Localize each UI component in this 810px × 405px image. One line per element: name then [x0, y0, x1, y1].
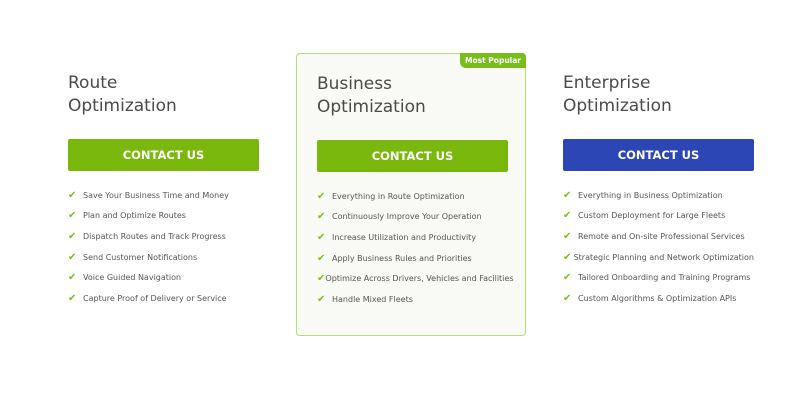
plan-title-line1: Enterprise [563, 73, 651, 93]
feature-item: ✔ Apply Business Rules and Priorities [317, 248, 508, 269]
check-icon: ✔ [563, 189, 572, 201]
check-icon: ✔ [563, 210, 572, 222]
feature-item: ✔ Increase Utilization and Productivity [317, 227, 508, 248]
feature-text: Custom Deployment for Large Fleets [578, 211, 726, 221]
plan-title-line2: Optimization [563, 96, 672, 116]
contact-us-button[interactable]: CONTACT US [563, 139, 754, 171]
contact-us-button[interactable]: CONTACT US [68, 139, 259, 171]
feature-text: Everything in Route Optimization [332, 191, 465, 201]
plan-title-line1: Business [317, 74, 392, 94]
check-icon: ✔ [68, 230, 77, 242]
feature-text: Everything in Business Optimization [578, 190, 723, 200]
feature-item: ✔ Custom Deployment for Large Fleets [563, 206, 754, 227]
feature-text: Handle Mixed Fleets [332, 294, 413, 304]
feature-text: Save Your Business Time and Money [83, 190, 229, 200]
feature-text: Increase Utilization and Productivity [332, 232, 477, 242]
feature-text: Strategic Planning and Network Optimizat… [573, 252, 754, 262]
feature-item: ✔ Continuously Improve Your Operation [317, 207, 508, 228]
feature-item: ✔ Voice Guided Navigation [68, 267, 259, 288]
feature-item: ✔ Send Customer Notifications [68, 247, 259, 268]
check-icon: ✔ [68, 272, 77, 284]
feature-item: ✔ Dispatch Routes and Track Progress [68, 226, 259, 247]
check-icon: ✔ [563, 230, 572, 242]
feature-item: ✔ Capture Proof of Delivery or Service [68, 288, 259, 309]
feature-text: Send Customer Notifications [83, 252, 198, 262]
feature-text: Custom Algorithms & Optimization APIs [578, 293, 737, 303]
feature-list: ✔ Everything in Route Optimization ✔ Contin… [317, 186, 514, 310]
feature-text: Optimize Across Drivers, Vehicles and Fa… [325, 274, 514, 284]
feature-item: ✔ Tailored Onboarding and Training Progra… [563, 267, 754, 288]
feature-text: Tailored Onboarding and Training Program… [578, 273, 751, 283]
feature-text: Plan and Optimize Routes [83, 211, 186, 221]
feature-text: Capture Proof of Delivery or Service [83, 293, 227, 303]
check-icon: ✔ [317, 252, 326, 264]
feature-list: ✔ Save Your Business Time and Money ✔ Plan … [68, 185, 259, 309]
most-popular-badge: Most Popular [460, 53, 526, 68]
check-icon: ✔ [68, 210, 77, 222]
contact-us-button[interactable]: CONTACT US [317, 140, 508, 172]
feature-item: ✔ Custom Algorithms & Optimization APIs [563, 288, 754, 309]
check-icon: ✔ [68, 251, 77, 263]
feature-item: ✔ Handle Mixed Fleets [317, 289, 508, 310]
check-icon: ✔ [563, 272, 572, 284]
plan-title-line2: Optimization [68, 96, 177, 116]
check-icon: ✔ [68, 292, 77, 304]
feature-item: ✔ Plan and Optimize Routes [68, 206, 259, 227]
check-icon: ✔ [317, 231, 326, 243]
feature-text: Remote and On-site Professional Services [578, 231, 745, 241]
feature-list: ✔ Everything in Business Optimization ✔ Cus… [563, 185, 754, 309]
feature-item: ✔ Everything in Business Optimization [563, 185, 754, 206]
plan-title-line1: Route [68, 73, 118, 93]
feature-item: ✔ Everything in Route Optimization [317, 186, 508, 207]
feature-text: Dispatch Routes and Track Progress [83, 231, 226, 241]
check-icon: ✔ [563, 292, 572, 304]
feature-text: Apply Business Rules and Priorities [332, 253, 472, 263]
feature-item: ✔ Remote and On-site Professional Service… [563, 226, 754, 247]
feature-text: Continuously Improve Your Operation [332, 212, 482, 222]
check-icon: ✔ [68, 189, 77, 201]
check-icon: ✔ [317, 293, 326, 305]
feature-item: ✔ Save Your Business Time and Money [68, 185, 259, 206]
check-icon: ✔ [563, 251, 572, 263]
check-icon: ✔ [317, 273, 326, 285]
check-icon: ✔ [317, 211, 326, 223]
check-icon: ✔ [317, 190, 326, 202]
plan-title-line2: Optimization [317, 97, 426, 117]
feature-text: Voice Guided Navigation [83, 273, 182, 283]
feature-item: ✔Strategic Planning and Network Optimiza… [563, 247, 754, 268]
feature-item: ✔Optimize Across Drivers, Vehicles and F… [317, 268, 514, 289]
